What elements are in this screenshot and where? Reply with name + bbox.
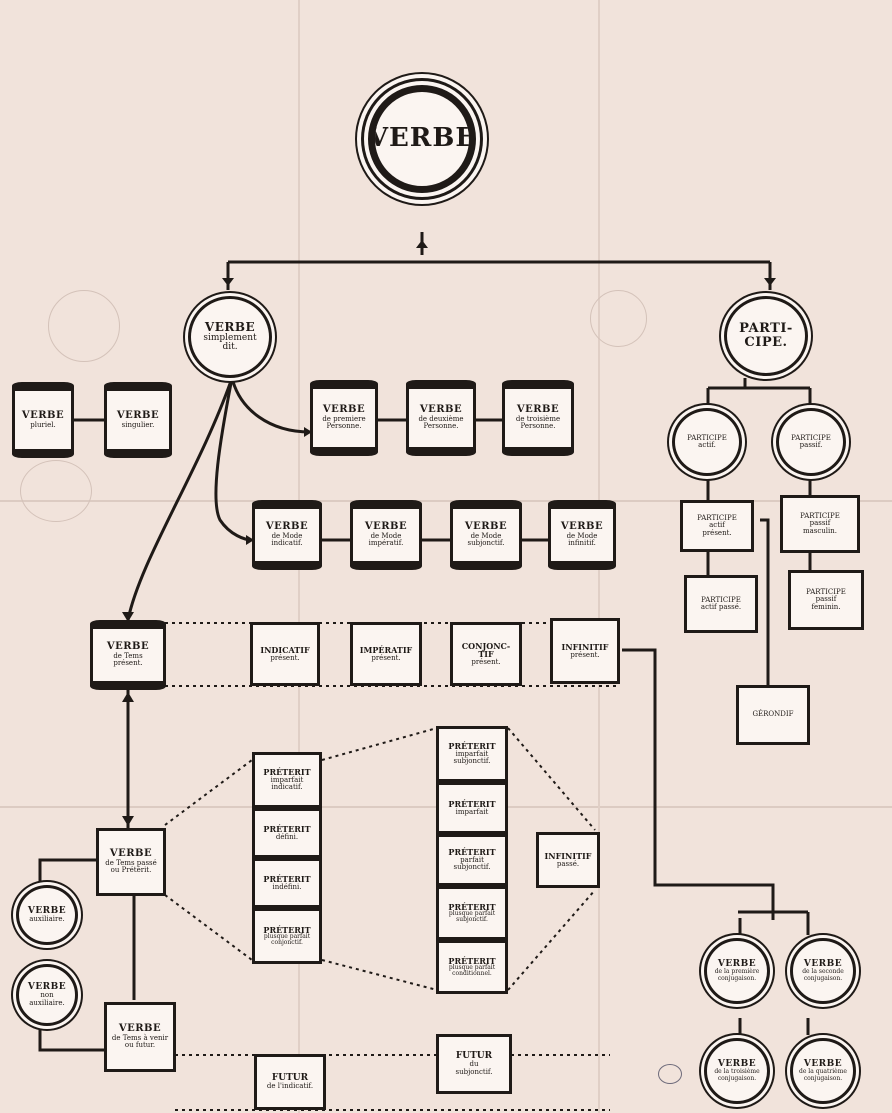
verbe-troisieme-personne: VERBE de troisième Personne. [502, 380, 574, 456]
participe-actif-passe: PARTICIPE actif passé. [684, 575, 758, 633]
verbe-mode-indicatif: VERBE de Mode indicatif. [252, 500, 322, 570]
futur-subjonctif: FUTUR du subjonctif. [436, 1034, 512, 1094]
participe-passif-feminin: PARTICIPE passif feminin. [788, 570, 864, 630]
participe-actif: PARTICIPE actif. [672, 408, 742, 476]
gerondif-node: GÉRONDIF [736, 685, 810, 745]
fold-line [0, 500, 892, 502]
verbe-root: VERBE [368, 85, 476, 193]
preterit-plusque-parfait-conditionnel: PRÉTERIT plusque parfait conditionnel. [436, 940, 508, 994]
preterit-defini: PRÉTERIT défini. [252, 808, 322, 858]
preterit-imparfait-indicatif: PRÉTERIT imparfait indicatif. [252, 752, 322, 808]
preterit-indefini: PRÉTERIT indéfini. [252, 858, 322, 908]
verbe-mode-infinitif: VERBE de Mode infinitif. [548, 500, 616, 570]
verbe-auxiliaire: VERBE auxiliaire. [16, 885, 78, 945]
verbe-mode-imperatif: VERBE de Mode impératif. [350, 500, 422, 570]
embossed-seal [20, 460, 92, 522]
embossed-seal [48, 290, 120, 362]
preterit-parfait-subjonctif: PRÉTERIT parfait subjonctif. [436, 834, 508, 886]
verbe-pluriel: VERBE pluriel. [12, 382, 74, 458]
library-stamp [658, 1064, 682, 1084]
verbe-non-auxiliaire: VERBE non auxiliaire. [16, 964, 78, 1026]
verbe-simplement-dit: VERBE simplement dit. [188, 296, 272, 378]
infinitif-present: INFINITIF présent. [550, 618, 620, 684]
verbe-tems-passe: VERBE de Tems passé ou Prétérit. [96, 828, 166, 896]
embossed-seal [590, 290, 647, 347]
verbe-mode-subjonctif: VERBE de Mode subjonctif. [450, 500, 522, 570]
verbe-troisieme-conjugaison: VERBE de la troisième conjugaison. [704, 1038, 770, 1104]
futur-indicatif: FUTUR de l'indicatif. [254, 1054, 326, 1110]
imperatif-present: IMPÉRATIF présent. [350, 622, 422, 686]
indicatif-present: INDICATIF présent. [250, 622, 320, 686]
preterit-plusque-parfait-subjonctif: PRÉTERIT plusque parfait subjonctif. [436, 886, 508, 940]
verbe-singulier: VERBE singulier. [104, 382, 172, 458]
verbe-deuxieme-personne: VERBE de deuxième Personne. [406, 380, 476, 456]
participe-node: PARTI- CIPE. [724, 296, 808, 376]
infinitif-passe: INFINITIF passé. [536, 832, 600, 888]
participe-actif-present: PARTICIPE actif présent. [680, 500, 754, 552]
verbe-seconde-conjugaison: VERBE de la seconde conjugaison. [790, 938, 856, 1004]
verbe-tems-futur: VERBE de Tems à venir ou futur. [104, 1002, 176, 1072]
verbe-tems-present: VERBE de Tems présent. [90, 620, 166, 690]
conjonctif-present: CONJONC- TIF présent. [450, 622, 522, 686]
participe-passif-masculin: PARTICIPE passif masculin. [780, 495, 860, 553]
participe-passif: PARTICIPE passif. [776, 408, 846, 476]
preterit-plusque-parfait-conjonctif: PRÉTERIT plusque parfait conjonctif. [252, 908, 322, 964]
verbe-premiere-personne: VERBE de premiere Personne. [310, 380, 378, 456]
verbe-quatrieme-conjugaison: VERBE de la quatrième conjugaison. [790, 1038, 856, 1104]
preterit-imparfait-subjonctif: PRÉTERIT imparfait subjonctif. [436, 726, 508, 782]
preterit-imparfait: PRÉTERIT imparfait [436, 782, 508, 834]
verbe-premiere-conjugaison: VERBE de la première conjugaison. [704, 938, 770, 1004]
